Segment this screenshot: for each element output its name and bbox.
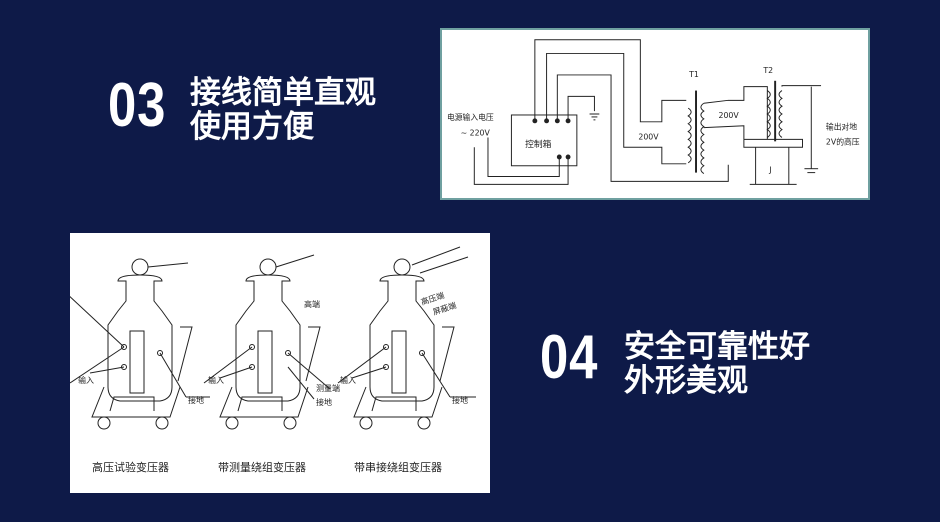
- output-label-1: 输出对地: [826, 122, 857, 132]
- output-label-2: 2V的高压: [826, 136, 860, 146]
- input-label: 电源输入电压: [447, 112, 494, 122]
- voltage-label-2: 200V: [718, 111, 739, 120]
- voltage-label-1: 200V: [638, 132, 659, 141]
- ground-label: 接地: [188, 395, 204, 405]
- ground-label: 接地: [452, 395, 468, 405]
- ground-label: 接地: [316, 397, 332, 407]
- input-label: 输入: [340, 375, 356, 385]
- t1-label: T1: [688, 70, 699, 79]
- feature-line: 接线简单直观: [190, 75, 376, 111]
- feature-title-03: 接线简单直观 使用方便: [190, 76, 376, 144]
- circuit-diagram: 电源输入电压 ~ 220V 控制箱 T1 T2 200V 200V J 输出对地…: [440, 28, 870, 200]
- caption: 带串接绕组变压器: [354, 460, 442, 474]
- top-end-label: 高端: [304, 299, 320, 309]
- t2-label: T2: [762, 66, 773, 75]
- input-label: 输入: [78, 375, 94, 385]
- input-voltage: ~ 220V: [461, 128, 491, 137]
- feature-line: 使用方便: [190, 109, 314, 145]
- feature-line: 外形美观: [624, 363, 748, 399]
- caption: 高压试验变压器: [92, 460, 169, 474]
- section-number-03: 03: [108, 71, 167, 140]
- section-number-04: 04: [540, 323, 599, 392]
- transformers-diagram: 输入 接地 输入 高端 测量端 接地 输入 接地 高压端 屏蔽端 高压试验变压器…: [65, 233, 490, 493]
- input-label: 输入: [208, 375, 224, 385]
- feature-line: 安全可靠性好: [624, 329, 810, 365]
- j-label: J: [768, 166, 771, 175]
- caption: 带测量绕组变压器: [218, 460, 306, 474]
- feature-title-04: 安全可靠性好 外形美观: [624, 330, 810, 398]
- control-box-label: 控制箱: [525, 138, 552, 150]
- measure-label: 测量端: [316, 383, 340, 393]
